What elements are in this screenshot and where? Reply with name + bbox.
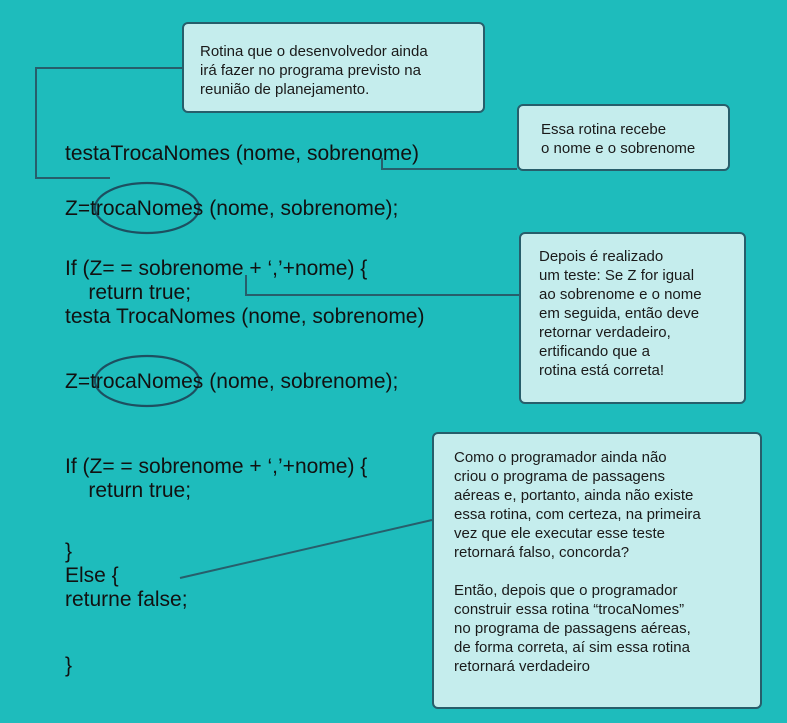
callout-test-text: Depois é realizado um teste: Se Z for ig…: [539, 248, 702, 379]
callout-explain: Como o programador ainda não criou o pro…: [432, 432, 762, 709]
code-block-else: } Else { returne false;: [65, 540, 188, 611]
code-line-z-assign-1: Z=trocaNomes(nome, sobrenome);: [65, 197, 398, 221]
callout-test: Depois é realizado um teste: Se Z for ig…: [519, 232, 746, 404]
callout-top-text: Rotina que o desenvolvedor ainda irá faz…: [200, 43, 428, 98]
z-prefix: Z=: [65, 197, 91, 220]
callout-params: Essa rotina recebe o nome e o sobrenome: [517, 104, 730, 171]
code-line-z-assign-2: Z=trocaNomes(nome, sobrenome);: [65, 370, 398, 394]
callout-explain-text-2: Então, depois que o programador construi…: [454, 582, 691, 675]
z-prefix: Z=: [65, 370, 91, 393]
code-line-testa-troca-nomes: testaTrocaNomes (nome, sobrenome): [65, 142, 420, 165]
callout-explain-text-1: Como o programador ainda não criou o pro…: [454, 449, 701, 561]
call-args: (nome, sobrenome);: [209, 197, 399, 220]
call-args: (nome, sobrenome);: [209, 370, 399, 393]
code-line-closing-brace: }: [65, 654, 73, 677]
callout-params-text: Essa rotina recebe o nome e o sobrenome: [541, 121, 696, 157]
connector-explain-callout: [179, 519, 433, 579]
troca-nomes-call: trocaNomes: [90, 197, 204, 220]
code-block-if-1: If (Z= = sobrenome + ‘,’+nome) { return …: [65, 257, 425, 328]
troca-nomes-call: trocaNomes: [90, 370, 204, 393]
callout-top: Rotina que o desenvolvedor ainda irá faz…: [182, 22, 485, 113]
code-block-if-2: If (Z= = sobrenome + ‘,’+nome) { return …: [65, 455, 368, 502]
